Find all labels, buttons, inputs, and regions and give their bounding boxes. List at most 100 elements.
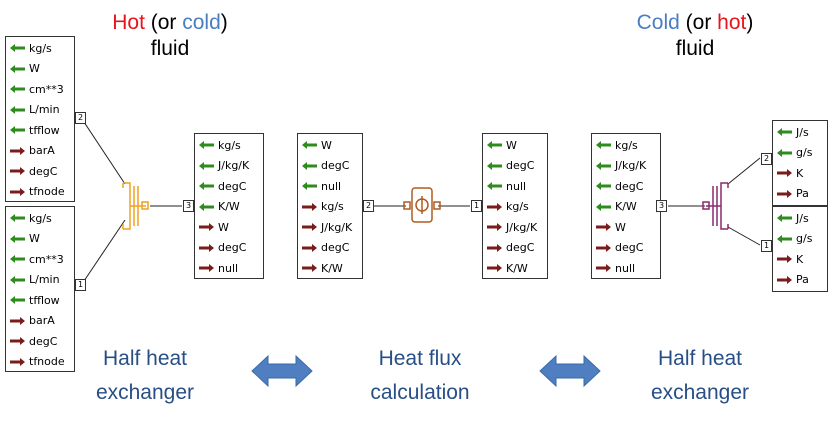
right-fluid-title: Cold (or hot) fluid — [605, 10, 785, 62]
port-variable-unit: null — [321, 179, 342, 193]
port-variable-row: L/min — [9, 102, 60, 118]
port-variable-unit: null — [218, 261, 239, 275]
port-variable-unit: null — [615, 261, 636, 275]
port-variable-row: J/kg/K — [595, 158, 646, 174]
arrow-left-icon — [777, 214, 792, 222]
port-variable-unit: W — [218, 220, 229, 234]
port-variable-row: W — [486, 137, 517, 153]
title-sep: (or — [679, 11, 718, 34]
port-variable-unit: W — [321, 138, 332, 152]
wire-cold-top — [727, 157, 761, 185]
arrow-left-icon — [302, 182, 317, 190]
port-variable-unit: degC — [321, 159, 350, 172]
port-variable-row: K — [776, 165, 803, 181]
pin-label[interactable]: 1 — [471, 200, 482, 212]
arrow-left-icon — [199, 141, 214, 149]
port-variable-row: K — [776, 251, 803, 267]
arrow-right-icon — [596, 223, 611, 231]
arrow-left-icon — [596, 161, 611, 170]
port-variable-row: degC — [595, 178, 643, 194]
pin-label[interactable]: 1 — [75, 279, 86, 291]
port-variable-row: tfflow — [9, 292, 60, 308]
arrow-left-icon — [302, 141, 317, 149]
pin-label[interactable]: 2 — [75, 112, 86, 124]
port-variable-row: W — [9, 61, 40, 77]
arrow-right-icon — [302, 202, 317, 211]
wire-hot-top — [81, 118, 126, 185]
pin-label[interactable]: 3 — [656, 200, 667, 212]
port-variable-unit: kg/s — [29, 41, 52, 55]
arrow-left-icon — [777, 234, 792, 243]
pin-label[interactable]: 3 — [183, 200, 194, 212]
port-variable-row: L/min — [9, 272, 60, 288]
port-variable-unit: g/s — [796, 146, 813, 159]
title-sep: (or — [144, 11, 183, 34]
arrow-right-icon — [596, 264, 611, 272]
pin-label[interactable]: 2 — [761, 153, 772, 165]
port-variable-unit: W — [29, 62, 40, 75]
port-variable-unit: kg/s — [218, 138, 241, 152]
port-variable-unit: null — [506, 179, 527, 193]
port-variable-row: kg/s — [595, 137, 638, 153]
port-variable-unit: kg/s — [506, 200, 529, 213]
arrow-left-icon — [10, 234, 25, 243]
port-variable-unit: degC — [218, 241, 247, 254]
port-variable-unit: kg/s — [29, 211, 52, 225]
title-cold-word: Cold — [636, 11, 680, 34]
arrow-right-icon — [199, 243, 214, 252]
port-variable-row: kg/s — [9, 40, 52, 56]
port-variable-unit: K — [796, 166, 804, 180]
arrow-right-icon — [302, 223, 317, 231]
left-fluid-title: Hot (or cold) fluid — [80, 10, 260, 62]
port-variable-row: K/W — [198, 199, 240, 215]
arrow-right-icon — [10, 357, 25, 366]
port-variable-unit: L/min — [29, 273, 60, 286]
port-variable-unit: J/kg/K — [615, 159, 647, 172]
arrow-left-icon — [10, 85, 25, 93]
port-variable-unit: K/W — [218, 200, 240, 213]
arrow-left-icon — [10, 275, 25, 284]
arrow-left-icon — [302, 161, 317, 170]
arrow-right-icon — [777, 255, 792, 263]
port-variable-unit: J/kg/K — [506, 220, 538, 234]
splitter-right-icon[interactable] — [702, 182, 729, 230]
arrow-right-icon — [487, 223, 502, 231]
port-variable-row: degC — [198, 240, 246, 256]
pin-label[interactable]: 2 — [363, 200, 374, 212]
port-variable-unit: g/s — [796, 232, 813, 245]
double-arrow-right-icon — [539, 354, 601, 388]
port-variable-row: kg/s — [198, 137, 241, 153]
splitter-left-icon[interactable] — [122, 182, 149, 230]
port-variable-unit: Pa — [796, 187, 809, 200]
port-variable-row: degC — [198, 178, 246, 194]
heat-flux-block-icon[interactable] — [403, 187, 441, 223]
wire-cold-bottom — [727, 226, 761, 246]
arrow-right-icon — [777, 169, 792, 177]
arrow-left-icon — [199, 182, 214, 190]
port-variable-unit: J/kg/K — [321, 220, 353, 234]
arrow-left-icon — [10, 44, 25, 52]
double-arrow-left-icon — [251, 354, 313, 388]
port-variable-unit: cm**3 — [29, 82, 64, 96]
arrow-right-icon — [10, 167, 25, 175]
arrow-left-icon — [596, 202, 611, 211]
arrow-left-icon — [487, 161, 502, 170]
pin-label[interactable]: 1 — [761, 240, 772, 252]
port-variable-row: kg/s — [486, 199, 529, 215]
port-variable-unit: L/min — [29, 103, 60, 116]
port-variable-unit: degC — [615, 241, 644, 254]
arrow-right-icon — [10, 187, 25, 196]
port-variable-row: J/kg/K — [198, 158, 249, 174]
port-variable-row: W — [595, 219, 626, 235]
arrow-right-icon — [199, 264, 214, 272]
port-variable-row: cm**3 — [9, 81, 64, 97]
arrow-right-icon — [10, 337, 25, 345]
title-cold-word: cold — [182, 11, 221, 34]
arrow-right-icon — [596, 243, 611, 252]
port-variable-unit: K/W — [615, 200, 637, 213]
arrow-right-icon — [302, 264, 317, 272]
